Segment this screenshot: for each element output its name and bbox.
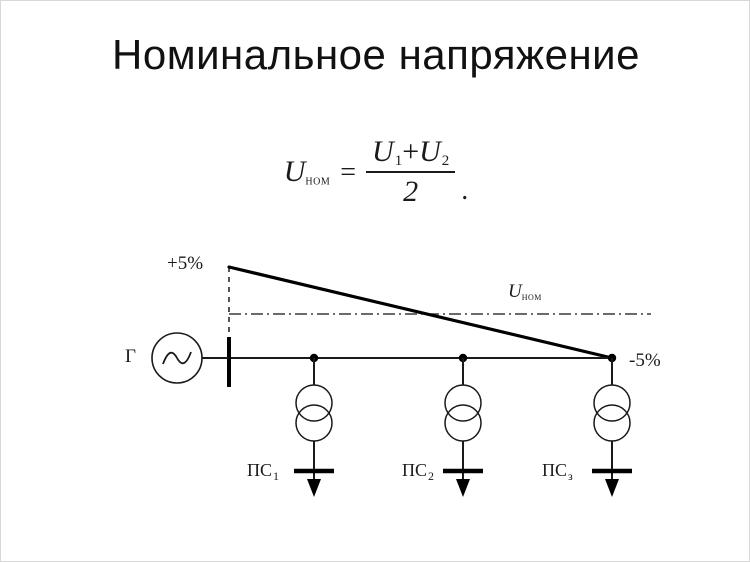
substation-2-load-arrow (456, 479, 470, 497)
transformer-2-winding-upper (444, 384, 482, 422)
label-substation-3: ПСз (542, 460, 573, 484)
transformer-3-winding-lower (593, 404, 631, 442)
label-nominal-voltage: Uном (508, 281, 542, 303)
formula-nominal-voltage: Uном = U1+U2 2 . (1, 137, 749, 209)
formula-fraction: U1+U2 2 (366, 137, 456, 209)
label-substation-3-prefix: ПС (542, 460, 568, 480)
label-substation-2-index: 2 (428, 468, 435, 483)
formula-num-plus: + (402, 135, 420, 168)
transformer-1-winding-upper (295, 384, 333, 422)
formula-num-sub1: 1 (394, 152, 403, 169)
generator-sine-icon (162, 351, 192, 365)
voltage-profile-line (227, 265, 614, 360)
formula-numerator: U1+U2 (366, 137, 455, 171)
label-nominal-voltage-sub: ном (521, 290, 542, 303)
substation-1-load-arrow (307, 479, 321, 497)
generator-symbol (151, 332, 229, 384)
substation-1-group (294, 353, 334, 497)
label-lower-deviation: -5% (629, 350, 661, 371)
label-substation-1-index: 1 (273, 468, 280, 483)
transformer-1-winding-lower (295, 404, 333, 442)
substation-2-group (443, 353, 483, 497)
formula-lhs: Uном (284, 157, 331, 189)
label-substation-1-prefix: ПС (247, 460, 273, 480)
label-substation-2-prefix: ПС (402, 460, 428, 480)
label-substation-1: ПС1 (247, 460, 279, 484)
formula-fraction-bar (366, 170, 456, 173)
formula-num-var1: U (372, 135, 394, 168)
formula-period: . (461, 174, 469, 206)
formula-num-var2: U (419, 135, 441, 168)
label-nominal-voltage-var: U (508, 281, 522, 302)
formula-denominator: 2 (403, 174, 419, 208)
label-generator: Г (125, 346, 136, 367)
transformer-2-winding-lower (444, 404, 482, 442)
label-upper-deviation: +5% (167, 253, 204, 274)
label-substation-3-index: з (568, 468, 573, 483)
formula-lhs-variable: U (283, 155, 306, 189)
formula-num-sub2: 2 (441, 152, 450, 169)
label-substation-2: ПС2 (402, 460, 434, 484)
substation-3-group (592, 353, 632, 497)
formula-equals: = (340, 156, 357, 188)
formula-lhs-subscript: ном (305, 173, 331, 189)
transformer-3-winding-upper (593, 384, 631, 422)
formula-row: Uном = U1+U2 2 . (284, 137, 469, 209)
page-title: Номинальное напряжение (112, 31, 640, 78)
substation-3-load-arrow (605, 479, 619, 497)
